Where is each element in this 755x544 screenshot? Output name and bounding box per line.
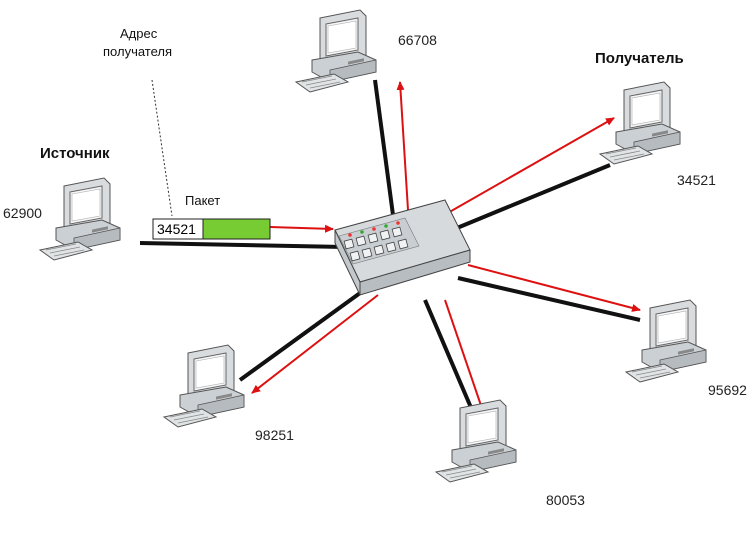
receiver-address-label-line2: получателя (103, 44, 172, 59)
address-pointer (151, 79, 173, 217)
arrow-to-switch (269, 224, 334, 233)
arrow-to-left-bottom (251, 294, 379, 394)
packet: 34521 (152, 218, 271, 240)
computer-left-bottom (163, 344, 245, 428)
arrow-to-right (467, 264, 641, 312)
cable-receiver (439, 163, 611, 237)
receiver-label: Получатель (595, 50, 684, 67)
address-left-bottom: 98251 (255, 427, 294, 443)
cables (139, 79, 641, 411)
address-receiver: 34521 (677, 172, 716, 188)
source-label: Источник (40, 145, 110, 162)
address-source: 62900 (3, 205, 42, 221)
computer-receiver (599, 81, 681, 165)
cable-source (139, 241, 346, 249)
packet-label: Пакет (185, 193, 220, 208)
computer-bottom (435, 399, 517, 483)
cable-top (373, 79, 395, 216)
cable-left-bottom (238, 278, 380, 382)
arrow-to-top (396, 81, 409, 211)
cable-bottom (423, 299, 474, 411)
computer-top (295, 9, 377, 93)
arrow-to-receiver (431, 117, 615, 223)
switch (334, 199, 471, 296)
packet-arrows (251, 81, 641, 427)
computer-source (39, 177, 121, 261)
cable-right (457, 276, 641, 322)
address-bottom: 80053 (546, 492, 585, 508)
address-right: 95692 (708, 382, 747, 398)
receiver-address-label-line1: Адрес (120, 26, 158, 41)
packet-address: 34521 (157, 221, 196, 237)
address-top: 66708 (398, 32, 437, 48)
packet-payload (202, 218, 271, 240)
computer-right (625, 299, 707, 383)
